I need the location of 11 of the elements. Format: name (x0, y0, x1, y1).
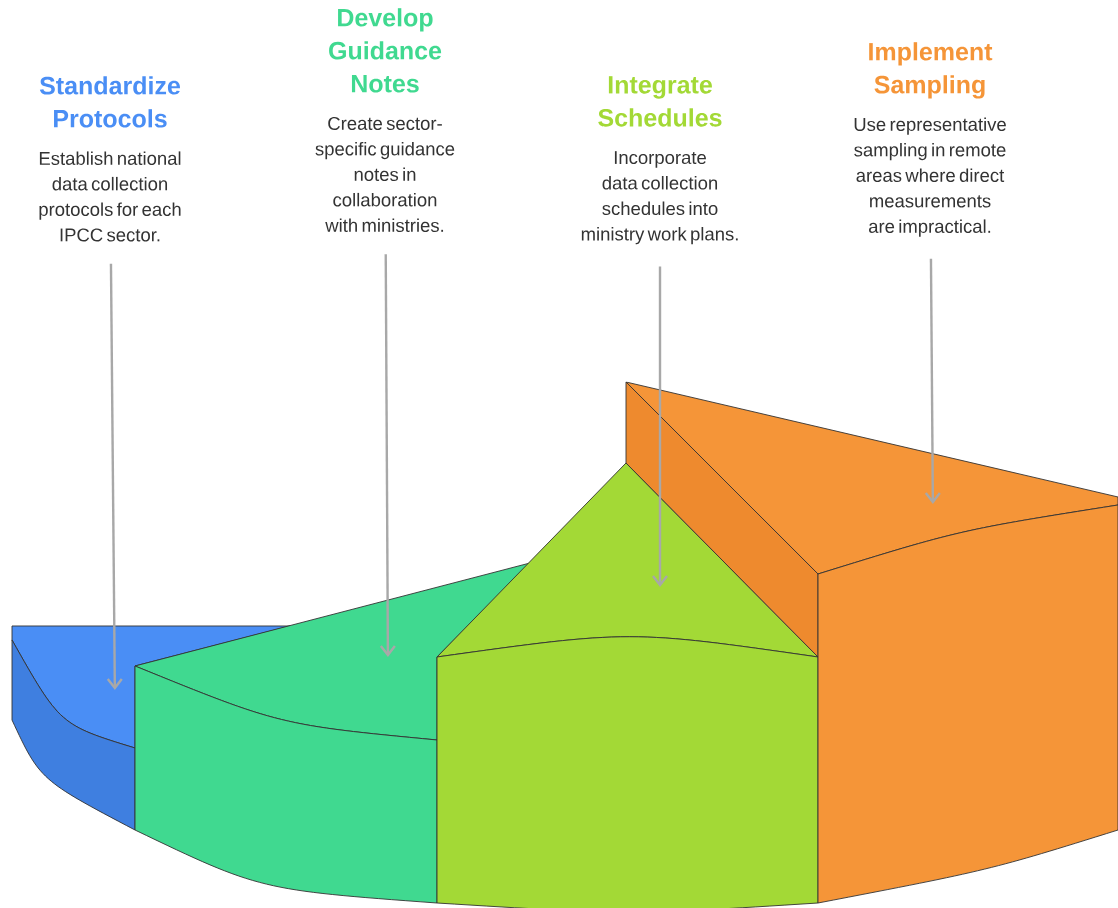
pie-segment (625, 381, 1118, 904)
step-text: Develop Guidance Notes Create sector-specific guidance notes in collaboration with ministries. (315, 8, 455, 232)
leader-arrow (106, 263, 123, 690)
leader-arrow (652, 266, 668, 587)
leader-arrow (924, 258, 941, 504)
step-text: Standardize Protocols Establish national data collection protocols for each IPCC sector. (39, 76, 181, 242)
step-text: Integrate Schedules Incorporate data collection schedules into ministry work plans. (581, 76, 738, 245)
step-text: Implement Sampling Use representative sampling in remote areas where direct measurements are impractical. (854, 42, 1006, 237)
pie-segment (436, 462, 819, 908)
leader-arrow (379, 254, 396, 657)
pie-segment (11, 625, 291, 831)
